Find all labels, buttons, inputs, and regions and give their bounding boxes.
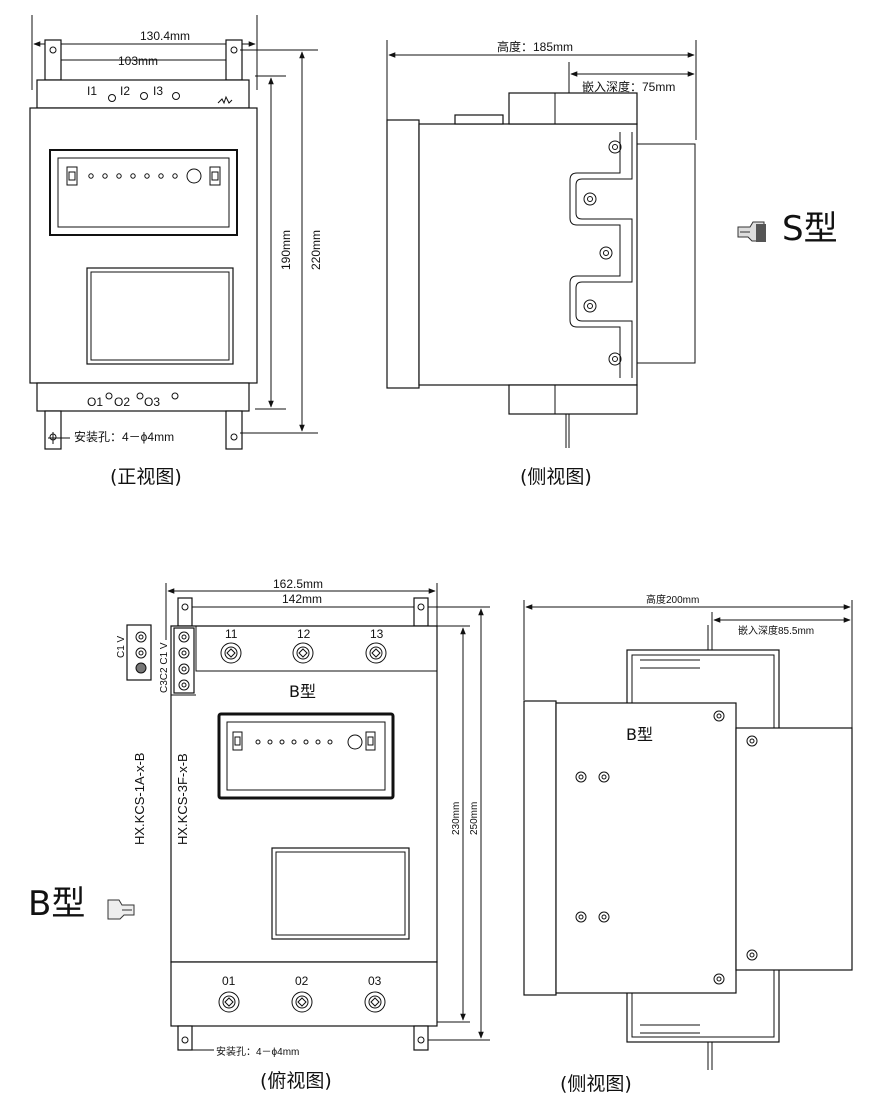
s-knob — [186, 168, 202, 184]
s-side-view: 高度：185mm 嵌入深度：75mm (侧视图) — [386, 39, 697, 488]
s-mount-hole-label: 安装孔：4－ϕ4mm — [74, 429, 174, 444]
b-mount-hole-label: 安装孔：4－ϕ4mm — [216, 1045, 299, 1058]
b-led-row — [255, 739, 333, 745]
b-front-hole-label: 142mm — [282, 592, 322, 606]
b-c1v-label: C1 V — [116, 635, 127, 658]
s-led-row — [88, 173, 178, 179]
b-side-height-label: 高度200mm — [646, 593, 699, 606]
b-total-height-label: 250mm — [469, 802, 480, 835]
s-total-height-label: 220mm — [309, 230, 323, 270]
b-side-type-label: B型 — [626, 725, 653, 744]
s-side-depth-label: 嵌入深度：75mm — [582, 79, 675, 94]
input-label-i2: I2 — [120, 84, 130, 98]
b-output-strip — [170, 961, 438, 1027]
output-label-o1: O1 — [87, 395, 103, 409]
b-input-label-12: 12 — [297, 627, 311, 641]
s-front-caption: (正视图) — [110, 466, 182, 488]
s-lower-window — [86, 267, 234, 365]
s-type-label: S型 — [782, 209, 838, 249]
mount-tab — [225, 39, 243, 81]
b-side-screws — [575, 710, 758, 985]
b-side-bezel — [523, 700, 557, 996]
output-label-o3: O3 — [144, 395, 160, 409]
mount-tab — [44, 39, 62, 81]
b-type-callout: B型 — [28, 884, 135, 924]
pointing-hand-right-icon — [107, 899, 135, 920]
pointing-hand-left-icon — [737, 221, 766, 242]
b-side-body — [555, 702, 737, 994]
b-front-view: 162.5mm 142mm C1 V C3C2 C1 V HX.KCS-1A-x… — [116, 577, 490, 1092]
b-output-terminals — [218, 991, 386, 1013]
b-front-type-label: B型 — [289, 682, 316, 701]
s-front-view: 130.4mm 103mm I1 I2 I3 — [29, 15, 323, 488]
b-front-caption: (俯视图) — [260, 1070, 332, 1092]
s-bracket-screws — [583, 140, 622, 366]
s-type-callout: S型 — [737, 209, 838, 249]
s-side-height-label: 高度：185mm — [497, 39, 573, 54]
s-side-bezel — [386, 119, 420, 389]
b-side-view: 高度200mm 嵌入深度85.5mm B型 (侧视图) — [523, 593, 853, 1095]
b-side-plate — [735, 727, 853, 971]
model-label-3f: HX.KCS-3F-x-B — [175, 753, 190, 845]
b-input-label-11: 11 — [225, 627, 238, 641]
b-lower-window — [271, 847, 410, 940]
b-body-height-label: 230mm — [451, 802, 462, 835]
b-knob — [347, 734, 363, 750]
b-type-label: B型 — [28, 884, 85, 924]
model-label-1a: HX.KCS-1A-x-B — [132, 753, 147, 845]
s-display-bezel — [49, 149, 238, 236]
b-output-label-01: 01 — [222, 974, 236, 988]
s-front-width-label: 130.4mm — [140, 29, 190, 43]
s-body-height-label: 190mm — [279, 230, 293, 270]
b-input-terminals — [220, 642, 387, 664]
s-side-caption: (侧视图) — [520, 466, 592, 488]
b-c3c2c1v-label: C3C2 C1 V — [159, 642, 170, 693]
b-side-terminal-block — [126, 624, 195, 694]
input-label-i3: I3 — [153, 84, 163, 98]
mount-tab — [225, 410, 243, 450]
s-front-hole-label: 103mm — [118, 54, 158, 68]
b-side-depth-label: 嵌入深度85.5mm — [738, 624, 814, 637]
s-top-terminal-strip — [36, 79, 250, 109]
b-side-caption: (侧视图) — [560, 1073, 632, 1095]
b-front-width-label: 162.5mm — [273, 577, 323, 591]
output-label-o2: O2 — [114, 395, 130, 409]
input-label-i1: I1 — [87, 84, 97, 98]
b-input-label-13: 13 — [370, 627, 384, 641]
b-output-label-03: 03 — [368, 974, 382, 988]
b-display-bezel — [217, 712, 395, 800]
b-output-label-02: 02 — [295, 974, 309, 988]
mount-tab — [44, 410, 62, 450]
